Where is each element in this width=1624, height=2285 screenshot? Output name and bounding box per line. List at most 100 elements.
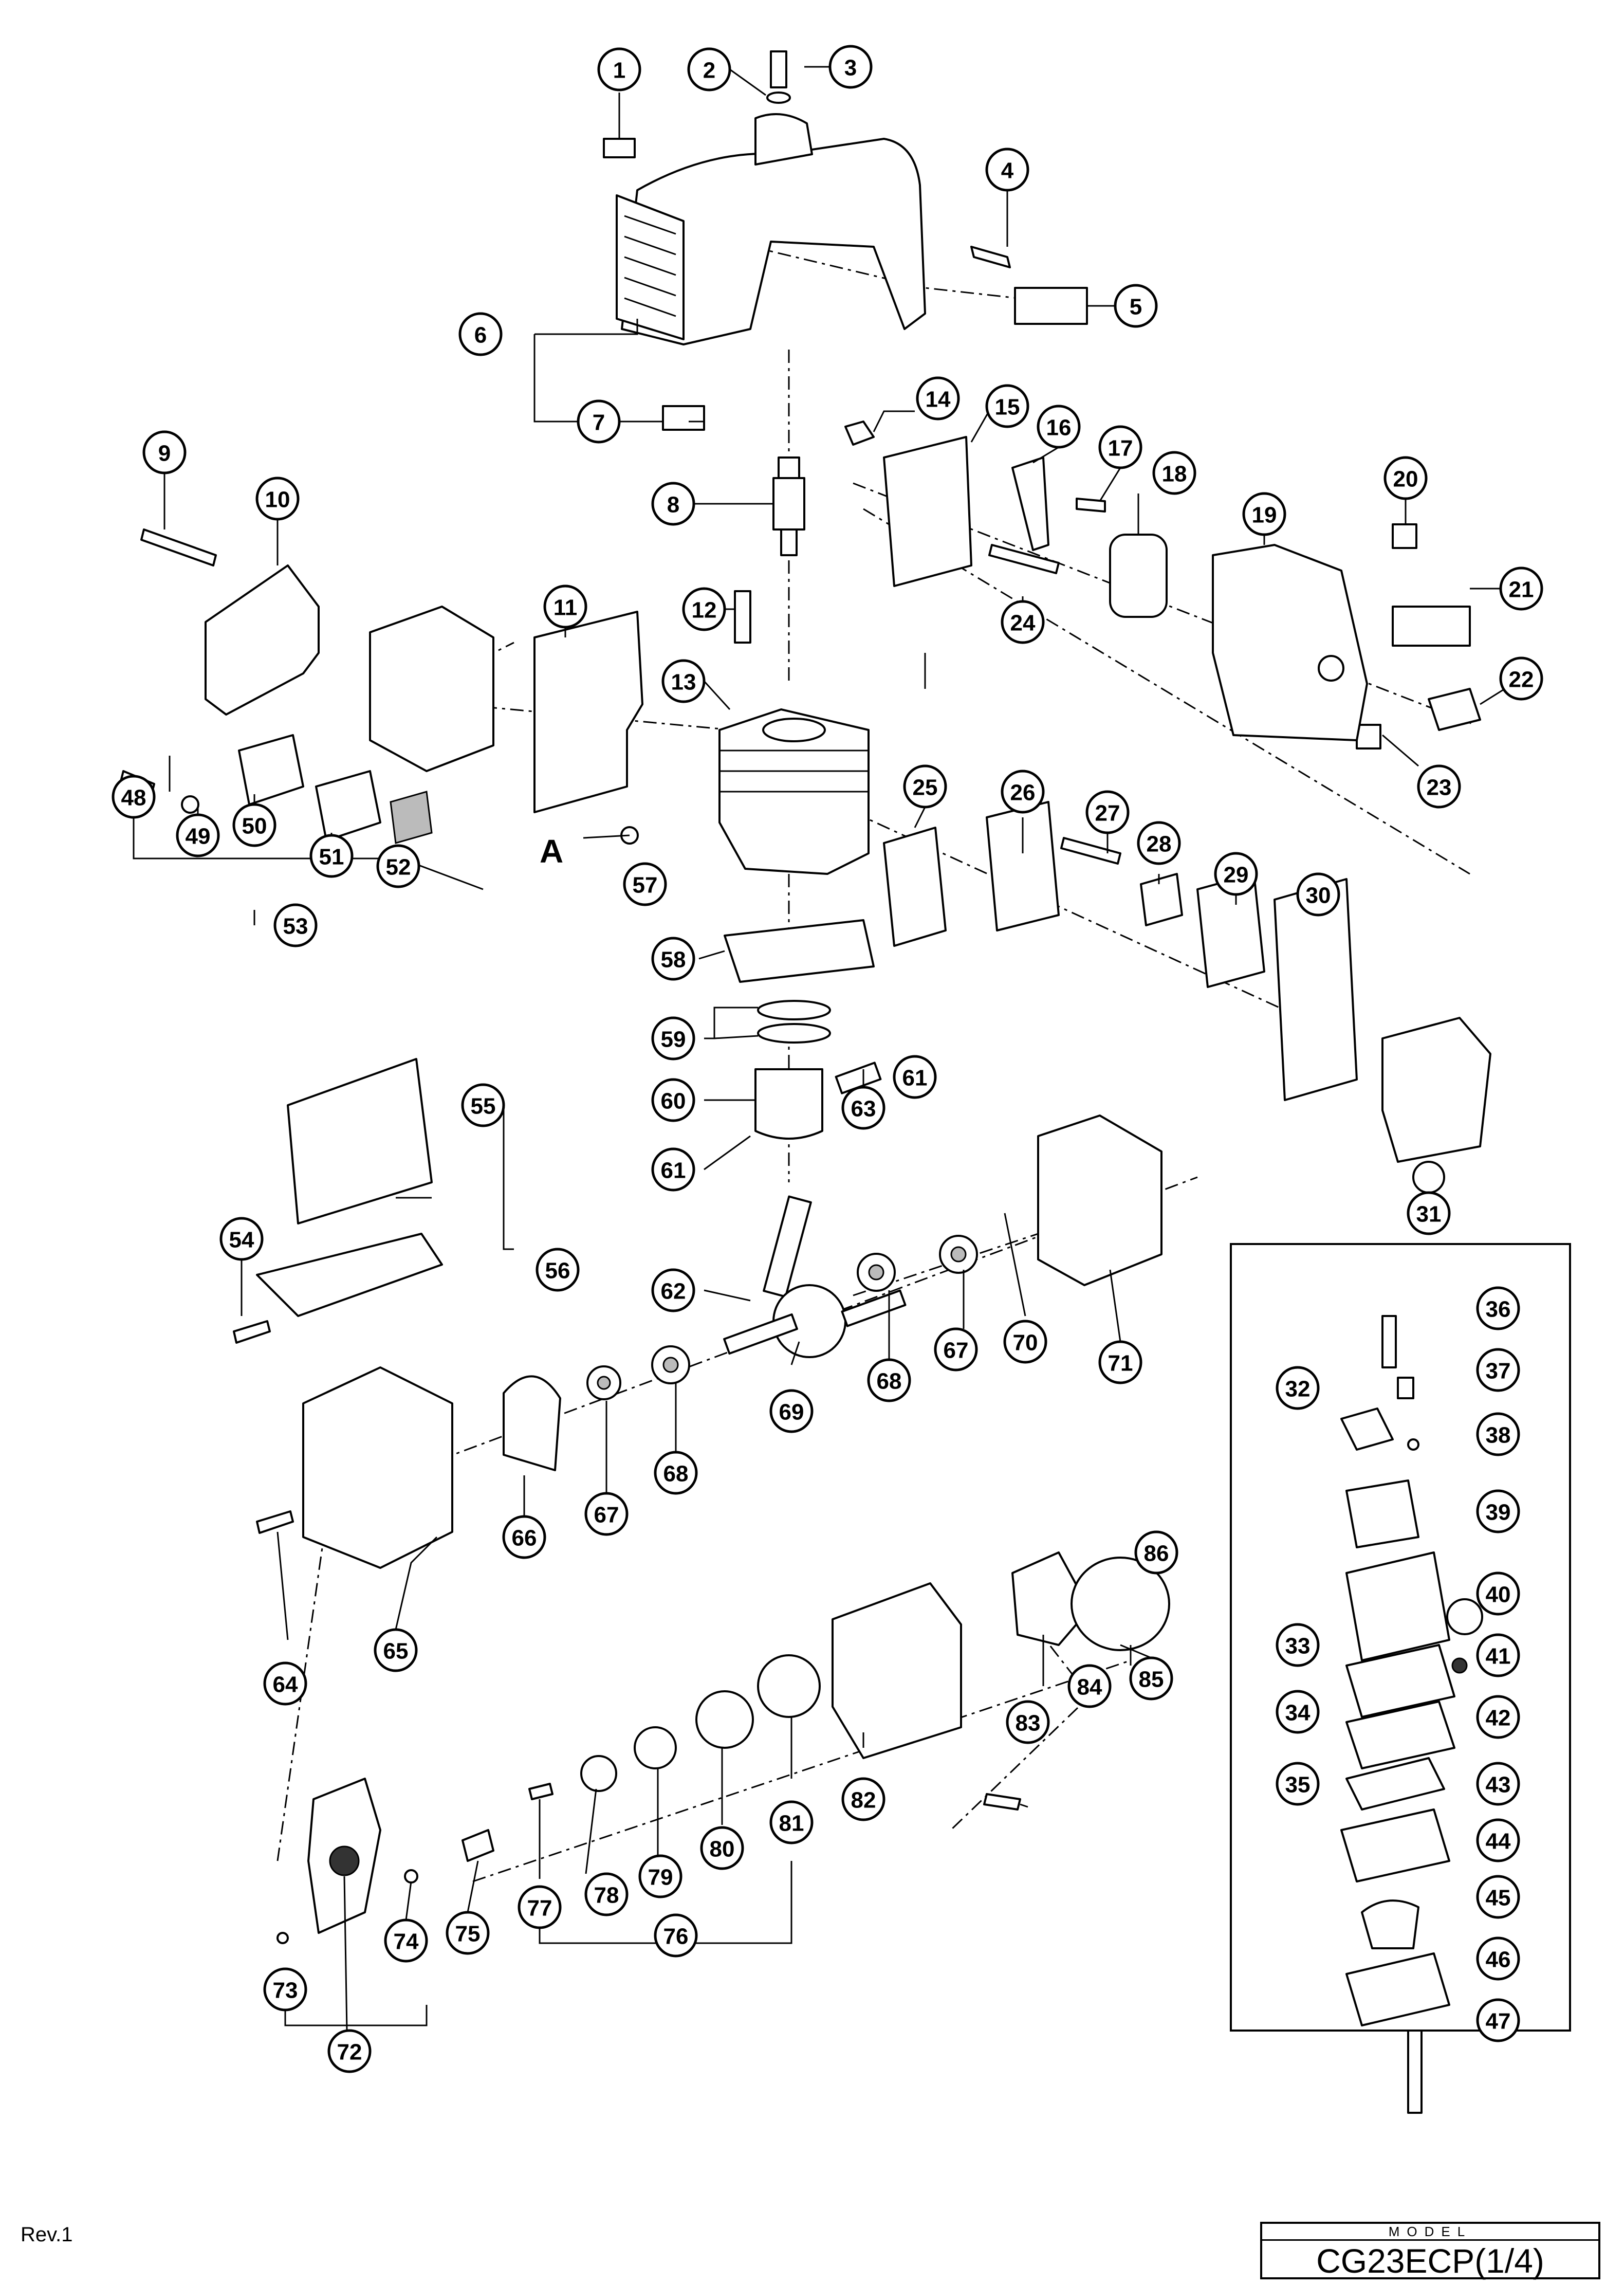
callout-label: 76 [663, 1924, 689, 1949]
lever-16-part [1011, 456, 1049, 551]
callout-67: 67 [934, 1327, 978, 1372]
callout-label: 6 [474, 323, 487, 348]
callout-label: 63 [851, 1096, 876, 1122]
starter-parts [276, 1551, 1170, 1944]
callout-28: 28 [1137, 821, 1181, 865]
callout-label: 27 [1095, 801, 1120, 826]
callout-6: 6 [458, 312, 503, 356]
callout-84: 84 [1067, 1664, 1112, 1708]
cleaner-base-15-part [883, 436, 972, 587]
callout-4: 4 [985, 148, 1029, 192]
carburetor-detail-parts [1340, 1315, 1483, 2114]
callout-label: 57 [633, 873, 658, 898]
piston-60-part [754, 1068, 823, 1140]
callout-72: 72 [327, 2029, 372, 2073]
washer-10-part [766, 92, 791, 104]
callout-21: 21 [1499, 566, 1543, 611]
callout-51: 51 [309, 834, 354, 878]
callout-label: 77 [527, 1896, 552, 1921]
callout-65: 65 [374, 1628, 418, 1672]
knob-22-part [1428, 688, 1481, 731]
callout-27: 27 [1085, 790, 1130, 834]
callout-25: 25 [903, 764, 947, 809]
clip-14-part [844, 421, 875, 446]
callout-label: 43 [1486, 1772, 1511, 1798]
callout-9: 9 [142, 430, 187, 474]
top-cover-part [616, 113, 926, 345]
callout-label: 7 [593, 410, 605, 435]
callout-33: 33 [1276, 1623, 1320, 1667]
callout-44: 44 [1476, 1818, 1520, 1862]
callout-label: 31 [1416, 1202, 1442, 1227]
crankcase-left-65-part [302, 1366, 453, 1569]
callout-86: 86 [1134, 1530, 1178, 1575]
callout-label: 86 [1144, 1541, 1169, 1566]
callout-label: 84 [1077, 1675, 1102, 1700]
callout-37: 37 [1476, 1348, 1520, 1392]
callout-13: 13 [661, 659, 706, 703]
callout-34: 34 [1276, 1690, 1320, 1734]
callout-67: 67 [584, 1492, 629, 1536]
cylinder-8-part [718, 708, 870, 875]
bearings [586, 1235, 978, 1400]
callout-label: 22 [1509, 667, 1534, 692]
callout-label: 60 [661, 1089, 686, 1114]
callout-label: 72 [337, 2040, 362, 2065]
callout-label: 56 [545, 1258, 570, 1284]
callout-label: 38 [1486, 1423, 1511, 1448]
callout-label: 1 [613, 58, 625, 83]
model-header: MODEL [1262, 2224, 1598, 2241]
callout-52: 52 [376, 844, 420, 888]
callout-label: 35 [1285, 1772, 1311, 1798]
callout-78: 78 [584, 1872, 629, 1916]
callout-label: 39 [1486, 1500, 1511, 1525]
callout-10: 10 [255, 477, 300, 521]
callout-23: 23 [1417, 764, 1461, 809]
callout-label: 37 [1486, 1359, 1511, 1384]
callout-label: 50 [242, 814, 267, 839]
label-21-part [1392, 606, 1471, 647]
callout-label: 4 [1001, 158, 1014, 184]
callout-label: 5 [1130, 295, 1142, 320]
label-23-part [1356, 724, 1381, 750]
callout-label: 51 [319, 845, 344, 870]
callout-38: 38 [1476, 1412, 1520, 1456]
callout-label: 8 [667, 492, 679, 518]
gasket-51-part [315, 770, 381, 842]
callout-label: 12 [692, 598, 717, 623]
callout-label: 79 [648, 1865, 673, 1890]
callout-label: 42 [1486, 1706, 1511, 1731]
callout-label: 80 [710, 1837, 735, 1862]
callout-label: 13 [671, 670, 696, 695]
callout-82: 82 [841, 1777, 885, 1821]
callout-40: 40 [1476, 1571, 1520, 1616]
callout-label: 17 [1108, 436, 1133, 461]
callout-48: 48 [112, 775, 156, 819]
callout-label: 61 [661, 1158, 686, 1183]
model-code: CG23ECP(1/4) [1316, 2242, 1544, 2280]
callout-71: 71 [1098, 1340, 1142, 1384]
callout-45: 45 [1476, 1875, 1520, 1919]
callout-label: 66 [512, 1526, 537, 1551]
callout-label: 47 [1486, 2009, 1511, 2034]
callout-18: 18 [1152, 451, 1196, 495]
callout-39: 39 [1476, 1489, 1520, 1533]
cover-grille [616, 194, 685, 340]
callout-label: 73 [273, 1978, 298, 2003]
callout-3: 3 [828, 45, 873, 89]
callout-label: 14 [926, 387, 951, 412]
callout-label: 49 [186, 824, 211, 849]
callout-label: 52 [386, 855, 411, 880]
callout-77: 77 [518, 1885, 562, 1929]
callout-label: 19 [1252, 503, 1277, 528]
callout-label: 26 [1010, 780, 1036, 806]
callout-29: 29 [1214, 852, 1258, 896]
callout-8: 8 [651, 482, 695, 526]
callout-5: 5 [1114, 284, 1158, 328]
callout-label: 81 [779, 1811, 804, 1836]
callout-label: 85 [1139, 1667, 1164, 1692]
callout-label: 28 [1147, 832, 1172, 857]
callout-label: 62 [661, 1279, 686, 1304]
callout-label: 70 [1013, 1330, 1038, 1356]
